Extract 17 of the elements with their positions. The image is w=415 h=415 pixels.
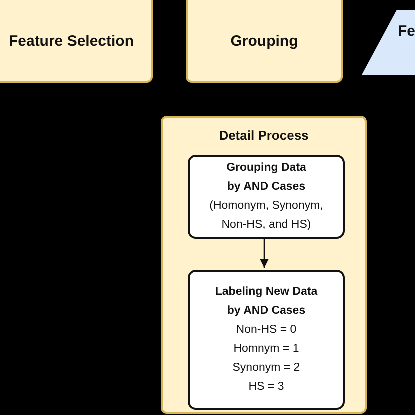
box-title: Labeling New Data by AND Cases xyxy=(214,285,319,319)
box-text: HS = 3 xyxy=(248,380,284,395)
process-box xyxy=(186,0,343,83)
group-title: Detail Process xyxy=(218,128,310,143)
group-container xyxy=(161,116,367,414)
process-box xyxy=(188,155,345,239)
process-box xyxy=(0,0,153,83)
box-label: Grouping xyxy=(230,33,298,50)
box-label: Feature Selection xyxy=(8,33,134,50)
process-box xyxy=(188,270,345,410)
shape-label: Fe xyxy=(398,23,415,40)
box-text: Non-HS = 0 xyxy=(236,323,297,338)
arrow xyxy=(260,237,270,268)
box-text: (Homonym, Synonym, Non-HS, and HS) xyxy=(208,199,324,233)
box-text: Synonym = 2 xyxy=(232,361,300,376)
box-title: Grouping Data by AND Cases xyxy=(226,161,308,195)
box-text: Homnym = 1 xyxy=(234,342,300,357)
